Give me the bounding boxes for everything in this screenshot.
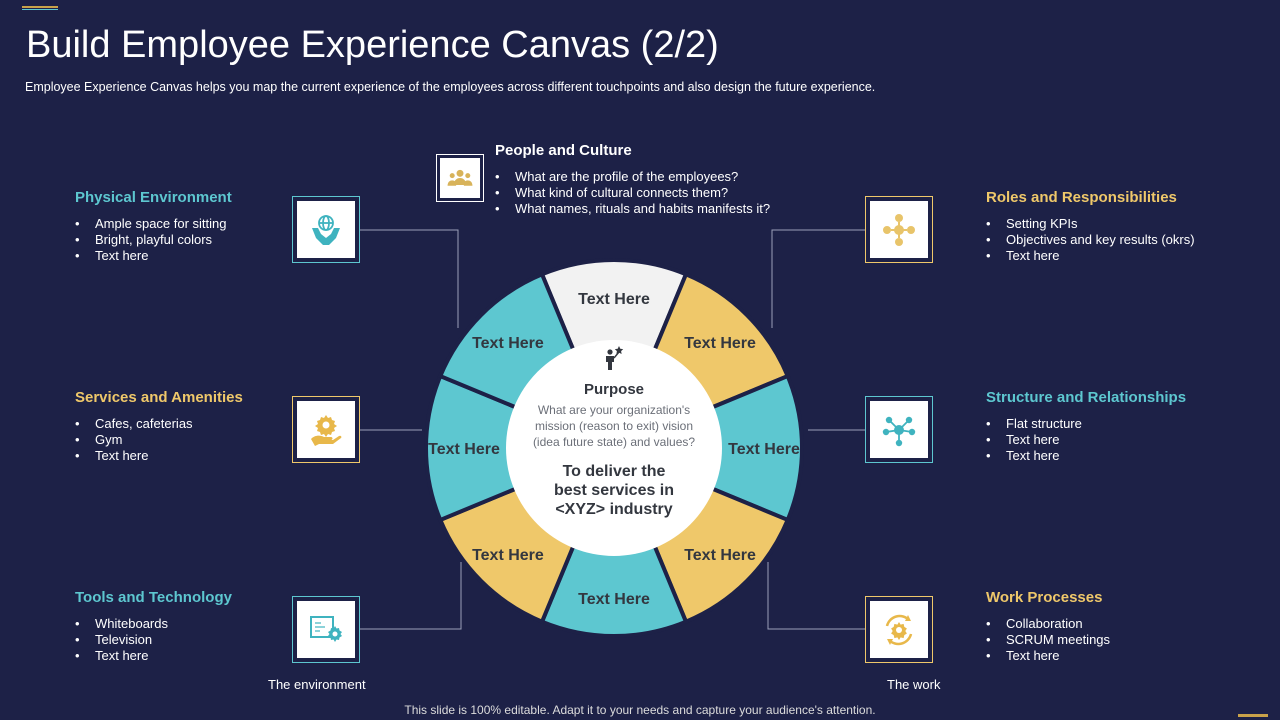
list-item: Objectives and key results (okrs) [986, 232, 1195, 248]
list-item: Cafes, cafeterias [75, 416, 243, 432]
list-item: SCRUM meetings [986, 632, 1110, 648]
caption-work: The work [887, 677, 941, 692]
list-item: Flat structure [986, 416, 1186, 432]
footer-note: This slide is 100% editable. Adapt it to… [404, 703, 876, 717]
tech-screen-gear-icon [310, 615, 342, 642]
wheel-segment-label: Text Here [684, 547, 756, 564]
section-people-culture: People and Culture What are the profile … [495, 142, 770, 217]
center-description-line: (idea future state) and values? [533, 435, 695, 449]
wheel-segment-label: Text Here [578, 291, 650, 308]
center-description-line: mission (reason to exit) vision [535, 419, 693, 433]
wheel-segment-label: Text Here [728, 441, 800, 458]
connector-physical [360, 229, 459, 328]
accent-line [22, 6, 58, 8]
list-item: Text here [75, 648, 232, 664]
wheel-segment-label: Text Here [428, 441, 500, 458]
section-structure-relationships: Structure and Relationships Flat structu… [986, 389, 1186, 464]
wheel-center [506, 340, 722, 556]
wheel-segment-label: Text Here [578, 591, 650, 608]
list-item: Text here [986, 648, 1110, 664]
section-title: Tools and Technology [75, 589, 232, 606]
wheel-segment-label: Text Here [472, 547, 544, 564]
bullet-list: Setting KPIs Objectives and key results … [986, 216, 1195, 264]
section-title: Roles and Responsibilities [986, 189, 1177, 206]
section-tools-technology: Tools and Technology Whiteboards Televis… [75, 589, 232, 664]
list-item: Bright, playful colors [75, 232, 232, 248]
wheel-segment-label: Text Here [472, 335, 544, 352]
work-processes-icon-box [865, 596, 933, 663]
list-item: Television [75, 632, 232, 648]
globe-hands-icon [312, 214, 340, 245]
bullet-list: Whiteboards Television Text here [75, 616, 232, 664]
accent-line [22, 9, 58, 10]
bullet-list: Collaboration SCRUM meetings Text here [986, 616, 1110, 664]
bullet-list: Flat structure Text here Text here [986, 416, 1186, 464]
list-item: Text here [986, 432, 1186, 448]
list-item: Text here [75, 248, 232, 264]
section-services-amenities: Services and Amenities Cafes, cafeterias… [75, 389, 243, 464]
network-icon [882, 416, 916, 446]
accent-line [1238, 714, 1268, 717]
center-title: Purpose [584, 381, 644, 398]
section-work-processes: Work Processes Collaboration SCRUM meeti… [986, 589, 1110, 664]
center-statement-line: <XYZ> industry [555, 501, 672, 518]
services-icon-box [292, 396, 360, 463]
person-star-icon [606, 346, 624, 370]
center-statement-line: best services in [554, 482, 674, 499]
page-subtitle: Employee Experience Canvas helps you map… [25, 80, 876, 94]
cycle-gear-icon [885, 614, 913, 645]
roles-icon-box [865, 196, 933, 263]
list-item: Text here [75, 448, 243, 464]
list-item: Text here [986, 448, 1186, 464]
list-item: Setting KPIs [986, 216, 1195, 232]
physical-environment-icon-box [292, 196, 360, 263]
list-item: What kind of cultural connects them? [495, 185, 770, 201]
gear-hand-icon [311, 414, 342, 446]
section-physical-environment: Physical Environment Ample space for sit… [75, 189, 232, 264]
bullet-list: Cafes, cafeterias Gym Text here [75, 416, 243, 464]
caption-environment: The environment [268, 677, 366, 692]
list-item: Whiteboards [75, 616, 232, 632]
tools-icon-box [292, 596, 360, 663]
section-title: Work Processes [986, 589, 1103, 606]
center-statement-line: To deliver the [563, 463, 666, 480]
structure-icon-box [865, 396, 933, 463]
list-item: Ample space for sitting [75, 216, 232, 232]
list-item: What are the profile of the employees? [495, 169, 770, 185]
section-roles-responsibilities: Roles and Responsibilities Setting KPIs … [986, 189, 1195, 264]
section-title: Structure and Relationships [986, 389, 1187, 406]
section-title: Physical Environment [75, 189, 232, 206]
people-group-icon [447, 169, 473, 186]
bullet-list: What are the profile of the employees? W… [495, 169, 770, 217]
page-title: Build Employee Experience Canvas (2/2) [26, 24, 719, 66]
list-item: Gym [75, 432, 243, 448]
list-item: What names, rituals and habits manifests… [495, 201, 770, 217]
wheel-segment-label: Text Here [684, 335, 756, 352]
connector-tools [360, 562, 462, 630]
center-description-line: What are your organization's [538, 403, 690, 417]
bullet-list: Ample space for sitting Bright, playful … [75, 216, 232, 264]
roles-hub-icon [883, 213, 915, 246]
list-item: Text here [986, 248, 1195, 264]
connector-roles [771, 229, 865, 328]
list-item: Collaboration [986, 616, 1110, 632]
section-title: People and Culture [495, 142, 632, 159]
section-title: Services and Amenities [75, 389, 243, 406]
people-culture-icon-box [436, 154, 484, 202]
connector-work [767, 562, 865, 630]
